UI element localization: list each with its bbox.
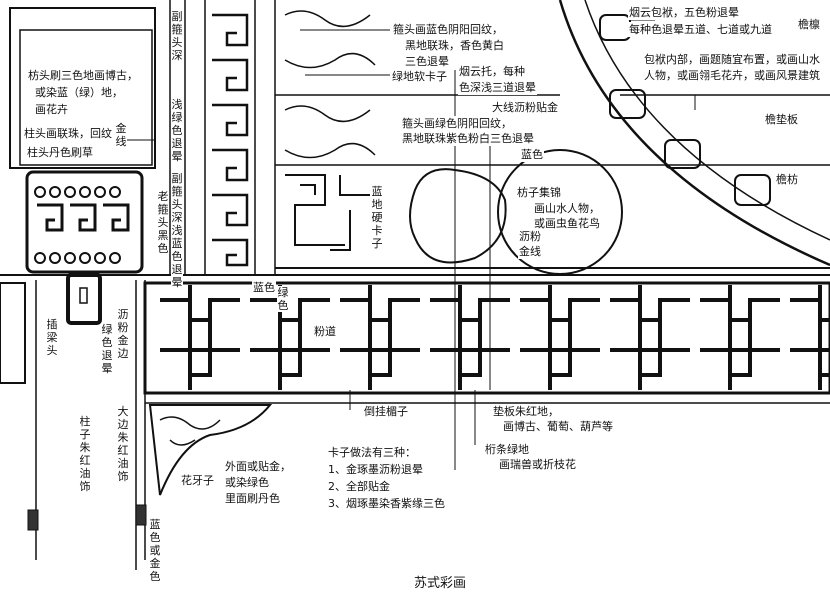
daogua-label: 倒挂楣子 bbox=[363, 404, 409, 419]
laogutou-label: 老箍头黑色 bbox=[157, 190, 169, 255]
lattice-lv-label: 绿色 bbox=[277, 286, 289, 312]
kazi-item-1: 1、金琢墨沥粉退晕 bbox=[327, 462, 424, 477]
fangtou-label-1: 枋头刷三色地画博古， bbox=[27, 68, 139, 83]
lvdi-kazi-label: 绿地软卡子 bbox=[391, 69, 448, 84]
gutou-lan-label-2: 黑地联珠，香色黄白 bbox=[404, 38, 505, 53]
diagram-title: 苏式彩画 bbox=[414, 576, 467, 591]
daxian-label: 大线沥粉贴金 bbox=[491, 100, 559, 115]
zhutou-lianzhu-label: 柱头画联珠，回纹 bbox=[23, 126, 113, 141]
yanyuntuo-label-1: 烟云托，每种 bbox=[458, 64, 526, 79]
yanlin-label: 檐檩 bbox=[797, 17, 821, 32]
lattice-unit bbox=[340, 285, 420, 390]
gutou-lv-label-2: 黑地联珠紫色粉白三色退晕 bbox=[401, 131, 535, 146]
lvse-tuiyun-label: 绿色退晕 bbox=[101, 323, 113, 375]
lifen-jinxian-label-2: 金线 bbox=[518, 244, 542, 259]
lattice-unit bbox=[610, 285, 690, 390]
fangtou-frame bbox=[9, 7, 156, 169]
lattice-unit bbox=[700, 285, 780, 390]
yanyun-baofu-label-2: 每种色退晕五道、七道或九道 bbox=[628, 22, 773, 37]
zhutou-block bbox=[25, 170, 144, 274]
yanyuntuo-label-2: 色深浅三道退晕 bbox=[458, 80, 537, 95]
daogua-lattice bbox=[143, 281, 830, 395]
lattice-lan-label: 蓝色 bbox=[252, 280, 276, 295]
huayazi-desc-3: 里面刷丹色 bbox=[224, 491, 281, 506]
fangtou-label-3: 画花卉 bbox=[34, 102, 69, 117]
fugutou-shen-label: 副箍头深 bbox=[171, 10, 183, 62]
hengtiao-label-1: 桁条绿地 bbox=[484, 442, 530, 457]
zhutou-dan-label: 柱头丹色刷草 bbox=[26, 145, 94, 160]
dianban-label-2: 画博古、葡萄、葫芦等 bbox=[502, 419, 614, 434]
lifen-jinbian-label: 沥粉金边 bbox=[117, 308, 129, 360]
kazi-heading: 卡子做法有三种： bbox=[327, 445, 417, 460]
fugutou-lan-label: 副箍头深浅蓝色退晕 bbox=[171, 172, 183, 289]
qianlv-label: 浅绿色退晕 bbox=[171, 98, 183, 163]
landi-kazi-label: 蓝地硬卡子 bbox=[371, 185, 383, 250]
gutou-lan-label-3: 三色退晕 bbox=[404, 54, 450, 69]
baofu-neibu-label-2: 人物，或画翎毛花卉，或画风景建筑 bbox=[643, 68, 821, 83]
yanfang-label: 檐枋 bbox=[775, 172, 799, 187]
jinxian-label: 金线 bbox=[115, 122, 127, 148]
huayazi-desc-1: 外面或贴金， bbox=[224, 459, 292, 474]
baofu-outline bbox=[558, 0, 830, 267]
lattice-unit bbox=[430, 285, 510, 390]
gutou-lan-label-1: 箍头画蓝色阴阳回纹， bbox=[392, 22, 504, 37]
baofu-neibu-label-1: 包袱内部，画题随宜布置，或画山水 bbox=[643, 52, 821, 67]
lattice-unit bbox=[520, 285, 600, 390]
zhuzi-label: 柱子朱红油饰 bbox=[79, 415, 91, 493]
fendao-label: 粉道 bbox=[313, 324, 337, 339]
fangtou-label-2: 或染蓝（绿）地， bbox=[34, 85, 124, 100]
lanse-jinse-label: 蓝色或金色 bbox=[149, 518, 161, 583]
huayazi-bracket bbox=[148, 404, 273, 496]
lanse-top-label: 蓝色 bbox=[520, 147, 544, 162]
chaliangtou-block bbox=[66, 273, 102, 325]
yandianban-label: 檐垫板 bbox=[764, 112, 799, 127]
dianban-label-1: 垫板朱红地， bbox=[492, 404, 560, 419]
dabian-label: 大边朱红油饰 bbox=[117, 405, 129, 483]
kazi-item-2: 2、全部贴金 bbox=[327, 479, 391, 494]
kazi-item-3: 3、烟琢墨染香紫缘三色 bbox=[327, 496, 446, 511]
fangzi-label-2: 画山水人物， bbox=[533, 201, 601, 216]
huayazi-label: 花牙子 bbox=[180, 473, 215, 488]
lifen-jinxian-label-1: 沥粉 bbox=[518, 229, 542, 244]
jijin-circle bbox=[497, 149, 623, 275]
lattice-unit bbox=[160, 285, 240, 390]
lattice-unit bbox=[790, 285, 830, 390]
fangzi-label-3: 或画虫鱼花鸟 bbox=[533, 216, 601, 231]
peach-medallion bbox=[409, 168, 507, 264]
hard-kazi-ornament bbox=[285, 174, 370, 251]
hengtiao-label-2: 画瑞兽或折枝花 bbox=[498, 457, 577, 472]
yanyun-baofu-label-1: 烟云包袱，五色粉退晕 bbox=[628, 5, 740, 20]
huayazi-desc-2: 或染绿色 bbox=[224, 475, 270, 490]
gutou-lv-label-1: 箍头画绿色阴阳回纹， bbox=[401, 116, 513, 131]
fangzi-label-1: 枋子集锦 bbox=[516, 185, 562, 200]
chaliangtou-label: 插梁头 bbox=[46, 318, 58, 357]
soft-kazi-ornament bbox=[284, 10, 376, 69]
